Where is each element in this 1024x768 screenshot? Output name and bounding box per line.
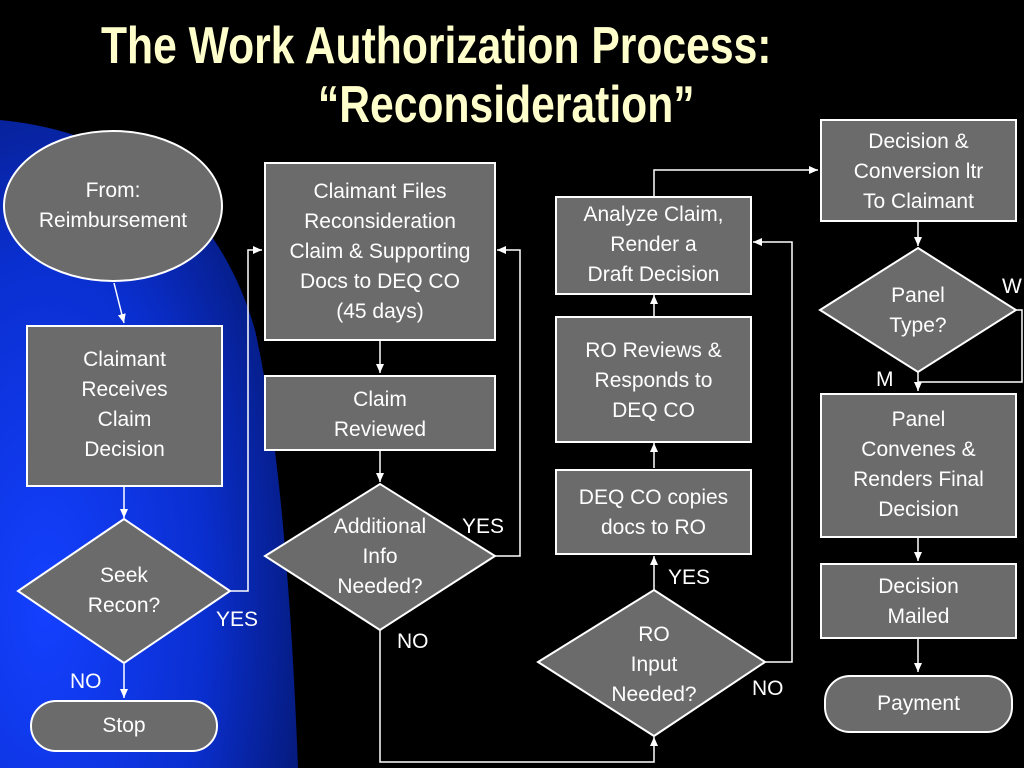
ro-yes-label: YES <box>668 566 711 589</box>
panel-convenes-label: Panel Convenes & Renders Final Decision <box>853 408 984 521</box>
claimant-receives-label: Claimant Receives Claim Decision <box>81 348 168 461</box>
connector-from-to-claimant <box>113 282 126 324</box>
connector-additional-no-to-ro-input <box>379 630 658 763</box>
ro-reviews-label: RO Reviews & Responds to DEQ CO <box>585 339 722 422</box>
claim-reviewed-label: Claim Reviewed <box>333 388 427 441</box>
connector-ro-no-to-analyze <box>753 238 793 663</box>
panel-type-label: Panel Type? <box>889 284 947 337</box>
panel-m-label: M <box>876 368 894 391</box>
ro-input-label: RO Input Needed? <box>611 623 697 706</box>
decision-mailed-node: Decision Mailed <box>820 563 1017 639</box>
seek-recon-label: Seek Recon? <box>87 564 161 617</box>
panel-w-label: W <box>1002 275 1022 298</box>
panel-type-diamond <box>818 246 1018 374</box>
analyze-claim-label: Analyze Claim, Render a Draft Decision <box>583 203 724 286</box>
connector-panel-w-to-convenes <box>918 309 1023 383</box>
from-reimbursement-label: From: Reimbursement <box>38 179 188 232</box>
decision-conversion-label: Decision & Conversion ltr To Claimant <box>853 130 984 213</box>
seek-yes-label: YES <box>216 608 259 631</box>
additional-no-label: NO <box>397 630 429 653</box>
additional-info-diamond <box>263 482 497 632</box>
additional-info-label: Additional Info Needed? <box>333 515 427 598</box>
stop-node: Stop <box>30 700 218 752</box>
deq-copies-node: DEQ CO copies docs to RO <box>555 469 752 555</box>
claim-reviewed-node: Claim Reviewed <box>264 375 496 451</box>
panel-convenes-node: Panel Convenes & Renders Final Decision <box>820 393 1017 538</box>
payment-label: Payment <box>877 692 960 715</box>
claimant-files-node: Claimant Files Reconsideration Claim & S… <box>264 162 496 341</box>
decision-conversion-node: Decision & Conversion ltr To Claimant <box>820 119 1017 222</box>
claimant-receives-node: Claimant Receives Claim Decision <box>26 325 223 487</box>
connector-seek-yes-to-files <box>230 246 262 592</box>
stop-label: Stop <box>102 714 146 737</box>
page-title-line2: “Reconsideration” <box>317 76 695 134</box>
claimant-files-label: Claimant Files Reconsideration Claim & S… <box>289 180 471 323</box>
additional-yes-label: YES <box>462 515 505 538</box>
seek-no-label: NO <box>70 670 102 693</box>
ro-reviews-node: RO Reviews & Responds to DEQ CO <box>555 316 752 443</box>
page-title-line1: The Work Authorization Process: <box>101 17 772 75</box>
payment-node: Payment <box>824 675 1013 733</box>
connector-analyze-to-decision <box>653 166 818 196</box>
from-reimbursement-node: From: Reimbursement <box>3 130 223 282</box>
deq-copies-label: DEQ CO copies docs to RO <box>578 486 729 539</box>
seek-recon-diamond <box>16 517 232 665</box>
decision-mailed-label: Decision Mailed <box>878 575 959 628</box>
analyze-claim-node: Analyze Claim, Render a Draft Decision <box>555 196 752 295</box>
ro-no-label: NO <box>752 677 784 700</box>
ro-input-diamond <box>536 588 767 738</box>
connector-additional-yes-loop <box>495 246 521 557</box>
